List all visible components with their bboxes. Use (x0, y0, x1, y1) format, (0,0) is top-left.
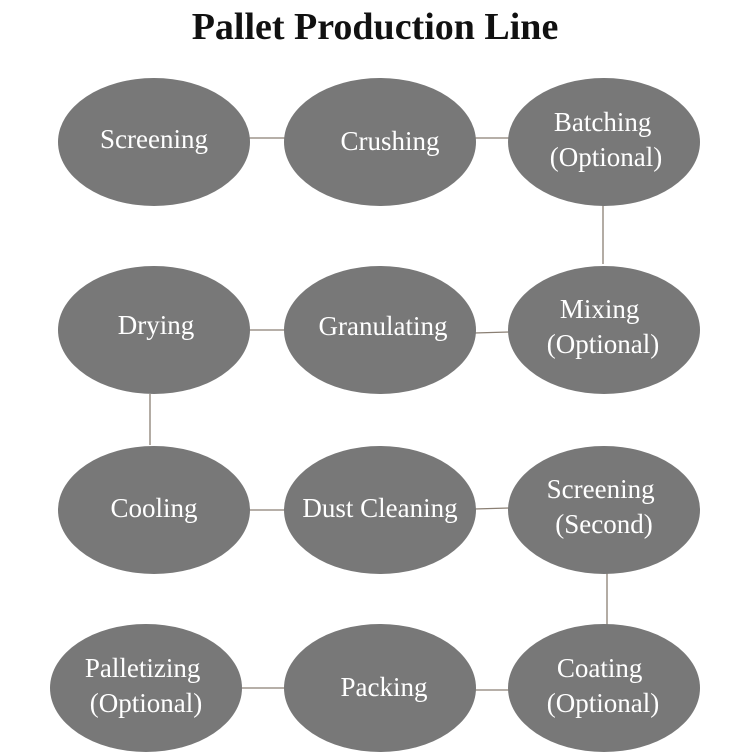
node-batching-shape (508, 78, 700, 206)
svg-text:Cooling: Cooling (110, 493, 197, 523)
node-mixing: Mixing (Optional) (508, 266, 700, 394)
svg-text:Screening: Screening (100, 124, 208, 154)
node-palletizing-label-line2: (Optional) (90, 688, 202, 718)
node-packing-label: Packing (341, 672, 428, 702)
node-palletizing-label-line1: Palletizing (85, 653, 200, 683)
node-dust-cleaning: Dust Cleaning (284, 446, 476, 574)
node-coating: Coating (Optional) (508, 624, 700, 752)
svg-text:Palletizing (Optional): Palletizing (Optional) (85, 653, 207, 718)
node-granulating: Granulating (284, 266, 476, 394)
node-drying-label: Drying (118, 310, 195, 340)
svg-text:Packing: Packing (341, 672, 428, 702)
node-batching: Batching (Optional) (508, 78, 700, 206)
node-batching-label-line1: Batching (554, 107, 651, 137)
svg-text:Mixing (Optional): Mixing (Optional) (547, 294, 659, 359)
node-coating-shape (508, 624, 700, 752)
svg-text:Crushing: Crushing (340, 126, 439, 156)
node-dust-cleaning-label: Dust Cleaning (302, 493, 457, 523)
node-screening-label: Screening (100, 124, 208, 154)
connectors (149, 137, 608, 691)
page-title: Pallet Production Line (191, 6, 559, 48)
svg-text:Dust Cleaning: Dust Cleaning (302, 493, 457, 523)
node-screening-second-label-line2: (Second) (555, 509, 652, 539)
node-crushing-label: Crushing (340, 126, 439, 156)
node-screening-second-label-line1: Screening (547, 474, 655, 504)
node-batching-label-line2: (Optional) (550, 142, 662, 172)
node-screening-second: Screening (Second) (508, 446, 700, 574)
node-mixing-label-line2: (Optional) (547, 329, 659, 359)
node-crushing: Crushing (284, 78, 476, 206)
node-screening-shape (58, 78, 250, 206)
svg-text:Screening (Second): Screening (Second) (547, 474, 662, 539)
node-cooling: Cooling (58, 446, 250, 574)
node-coating-label-line2: (Optional) (547, 688, 659, 718)
node-granulating-label: Granulating (319, 311, 448, 341)
svg-text:Batching (Optional): Batching (Optional) (550, 107, 662, 172)
connector-dust-cleaning-screening-second (473, 507, 511, 510)
node-granulating-shape (284, 266, 476, 394)
node-cooling-label: Cooling (110, 493, 197, 523)
node-packing: Packing (284, 624, 476, 752)
node-screening: Screening (58, 78, 250, 206)
node-drying: Drying (58, 266, 250, 394)
node-drying-shape (58, 266, 250, 394)
node-screening-second-shape (508, 446, 700, 574)
svg-text:Granulating: Granulating (319, 311, 448, 341)
svg-text:Coating (Optional): Coating (Optional) (547, 653, 659, 718)
node-palletizing-shape (50, 624, 242, 752)
svg-text:Drying: Drying (118, 310, 195, 340)
node-packing-shape (284, 624, 476, 752)
node-cooling-shape (58, 446, 250, 574)
connector-mixing-granulating (473, 331, 511, 334)
node-crushing-shape (284, 78, 476, 206)
node-palletizing: Palletizing (Optional) (50, 624, 242, 752)
node-mixing-shape (508, 266, 700, 394)
node-coating-label-line1: Coating (557, 653, 643, 683)
node-dust-cleaning-shape (284, 446, 476, 574)
node-mixing-label-line1: Mixing (560, 294, 640, 324)
